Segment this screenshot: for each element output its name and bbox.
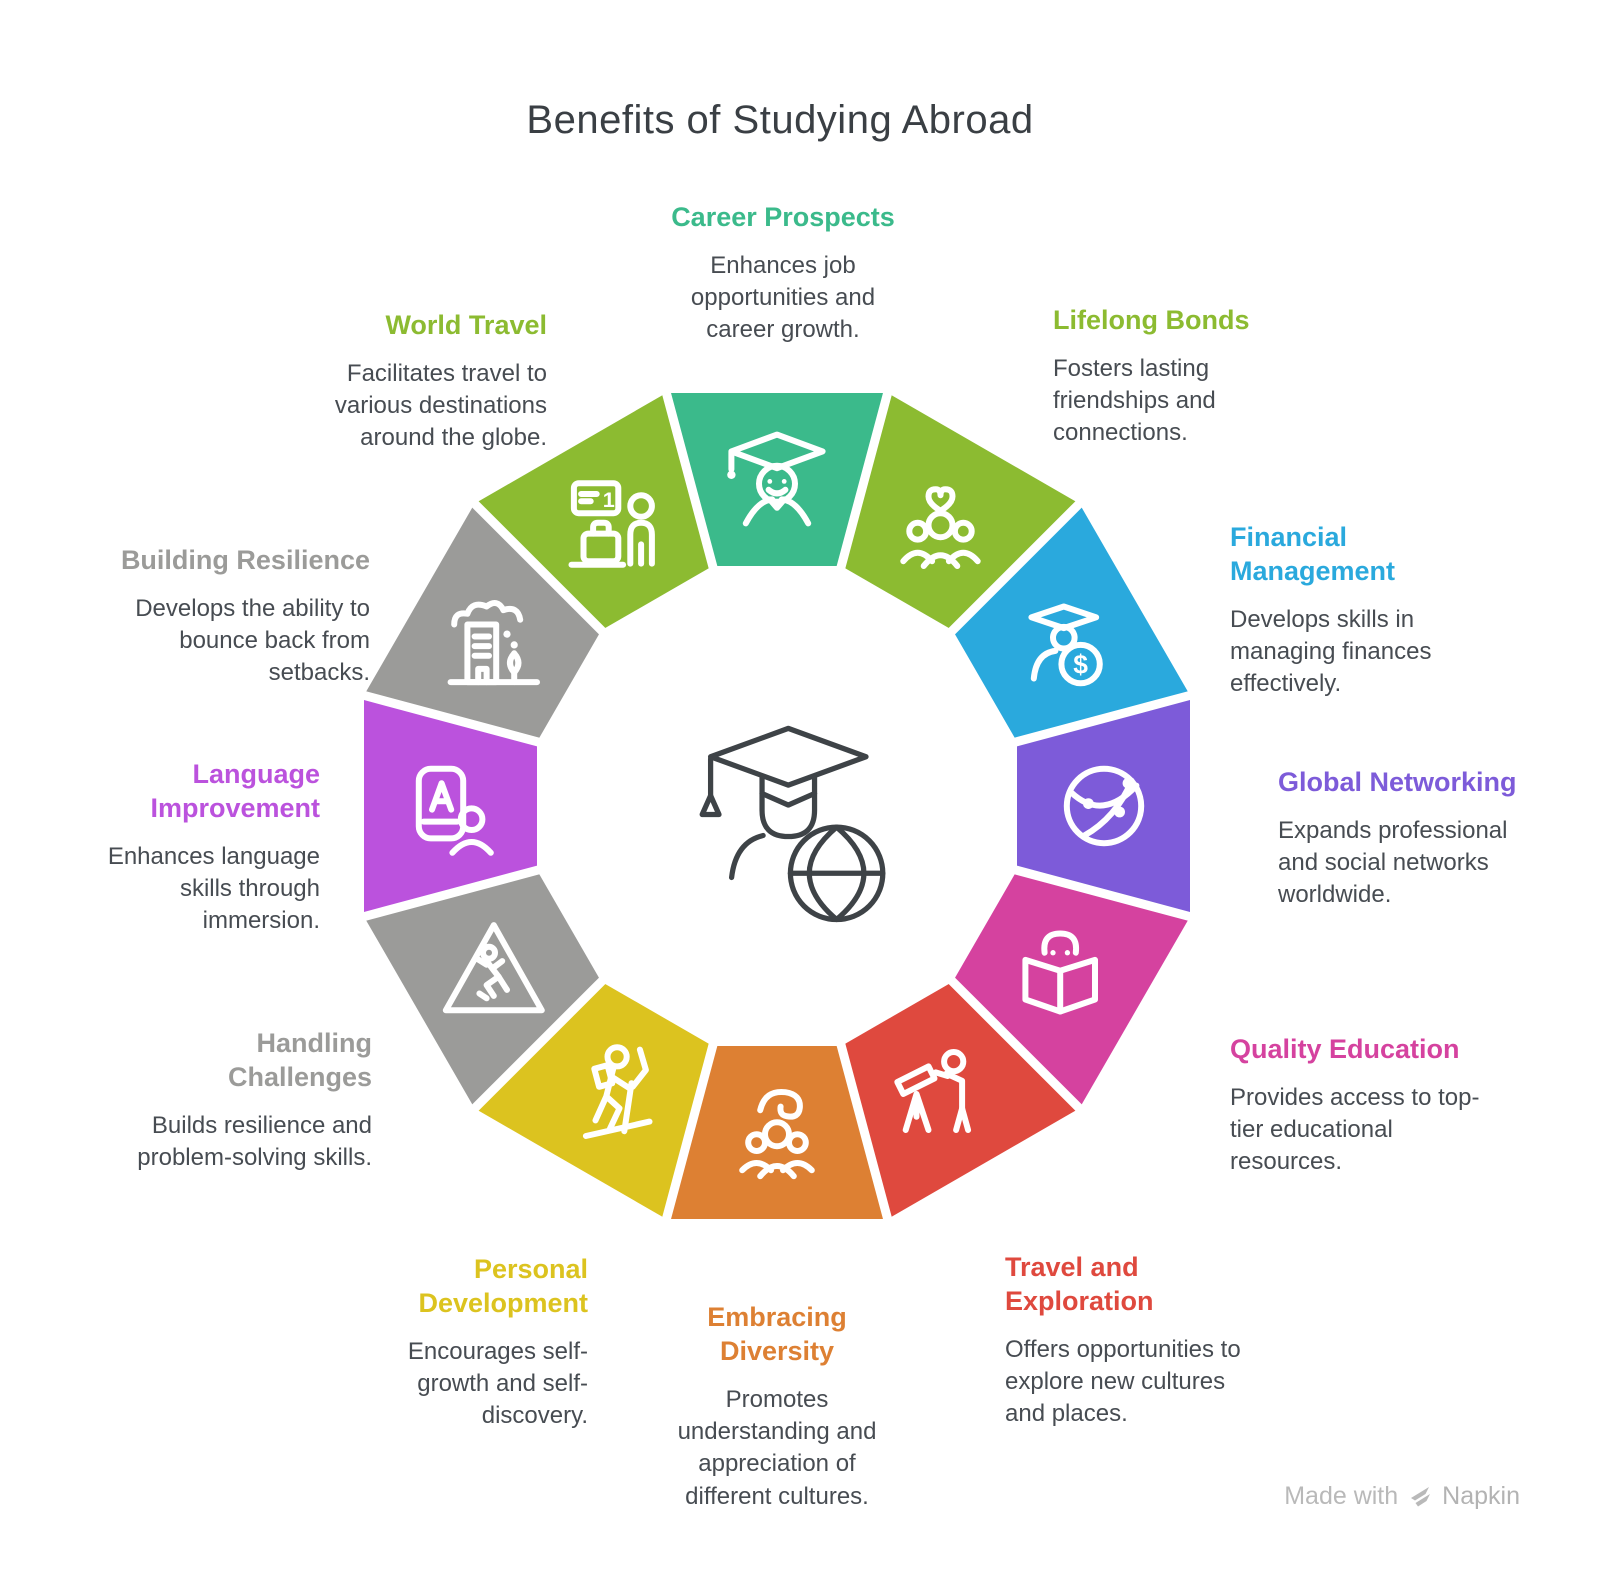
segment-description: Enhances job opportunities and career gr…: [690, 252, 876, 344]
segment-divider: [660, 1031, 721, 1226]
segment-divider: [467, 968, 615, 1116]
label-embracing-diversity: Embracing Diversity Promotes understandi…: [657, 1300, 897, 1513]
segment-description: Expands professional and social networks…: [1278, 817, 1508, 909]
segment-description: Provides access to top-tier educational …: [1230, 1084, 1480, 1176]
segment-lifelong-bonds: [841, 393, 1080, 631]
segment-career-prospects: [666, 393, 888, 566]
segment-description: Offers opportunities to explore new cult…: [1005, 1336, 1241, 1428]
label-global-networking: Global Networking Expands professional a…: [1278, 765, 1540, 911]
segment-title: Financial Management: [1230, 522, 1396, 587]
segment-divider: [1002, 689, 1197, 750]
segment-title: Building Resilience: [120, 545, 370, 575]
segment-description: Enhances language skills through immersi…: [107, 843, 320, 935]
segment-title: Language Improvement: [150, 759, 320, 824]
graduate-globe-icon: [702, 728, 883, 919]
page-title: Benefits of Studying Abroad: [526, 98, 1034, 142]
segment-quality-education: [952, 870, 1190, 1109]
segment-divider: [660, 386, 721, 581]
label-financial-management: Financial Management Develops skills in …: [1230, 520, 1470, 701]
made-with-napkin: Made with Napkin: [1284, 1482, 1520, 1511]
segment-description: Develops skills in managing finances eff…: [1230, 606, 1432, 698]
label-building-resilience: Building Resilience Develops the ability…: [108, 543, 370, 689]
segment-divider: [357, 689, 552, 750]
segment-description: Facilitates travel to various destinatio…: [334, 360, 547, 452]
segment-description: Fosters lasting friendships and connecti…: [1053, 355, 1216, 447]
made-with-text: Made with: [1284, 1482, 1399, 1510]
segment-divider: [833, 386, 894, 581]
label-career-prospects: Career Prospects Enhances job opportunit…: [633, 200, 933, 346]
segment-divider: [467, 496, 615, 644]
segment-description: Builds resilience and problem-solving sk…: [137, 1112, 372, 1172]
label-lifelong-bonds: Lifelong Bonds Fosters lasting friendshi…: [1053, 303, 1293, 449]
label-handling-challenges: Handling Challenges Builds resilience an…: [118, 1026, 372, 1174]
label-travel-and-exploration: Travel and Exploration Offers opportunit…: [1005, 1250, 1265, 1431]
segment-title: Travel and Exploration: [1005, 1252, 1154, 1317]
segment-title: Global Networking: [1278, 767, 1517, 797]
label-language-improvement: Language Improvement Enhances language s…: [70, 757, 320, 938]
napkin-brand-text: Napkin: [1442, 1482, 1520, 1510]
segment-title: Quality Education: [1230, 1034, 1460, 1064]
segment-personal-development: [474, 981, 713, 1219]
segment-title: Lifelong Bonds: [1053, 305, 1250, 335]
segment-description: Develops the ability to bounce back from…: [135, 595, 370, 687]
segment-title: World Travel: [385, 310, 547, 340]
segment-title: Handling Challenges: [227, 1028, 372, 1093]
segment-description: Promotes understanding and appreciation …: [677, 1386, 877, 1510]
segment-embracing-diversity: [666, 1046, 888, 1219]
segment-title: Career Prospects: [671, 202, 895, 232]
segment-divider: [939, 496, 1087, 644]
napkin-logo-icon: [1411, 1486, 1431, 1506]
segment-divider: [1002, 862, 1197, 923]
segment-title: Personal Development: [418, 1254, 588, 1319]
segment-title: Embracing Diversity: [707, 1302, 847, 1367]
label-personal-development: Personal Development Encourages self-gro…: [348, 1252, 588, 1433]
segment-divider: [357, 862, 552, 923]
segment-handling-challenges: [364, 870, 602, 1109]
label-world-travel: World Travel Facilitates travel to vario…: [305, 308, 547, 454]
segment-description: Encourages self-growth and self-discover…: [407, 1338, 588, 1430]
segment-divider: [833, 1031, 894, 1226]
label-quality-education: Quality Education Provides access to top…: [1230, 1032, 1480, 1178]
segment-divider: [939, 968, 1087, 1116]
